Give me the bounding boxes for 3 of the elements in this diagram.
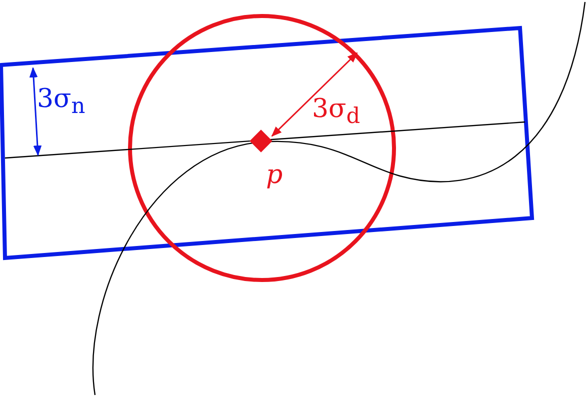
dimension-label: 3σ$_{d}$ bbox=[312, 96, 360, 128]
dimension-label: 3σ$_{n}$ bbox=[37, 86, 86, 118]
point-label: p bbox=[266, 162, 283, 188]
